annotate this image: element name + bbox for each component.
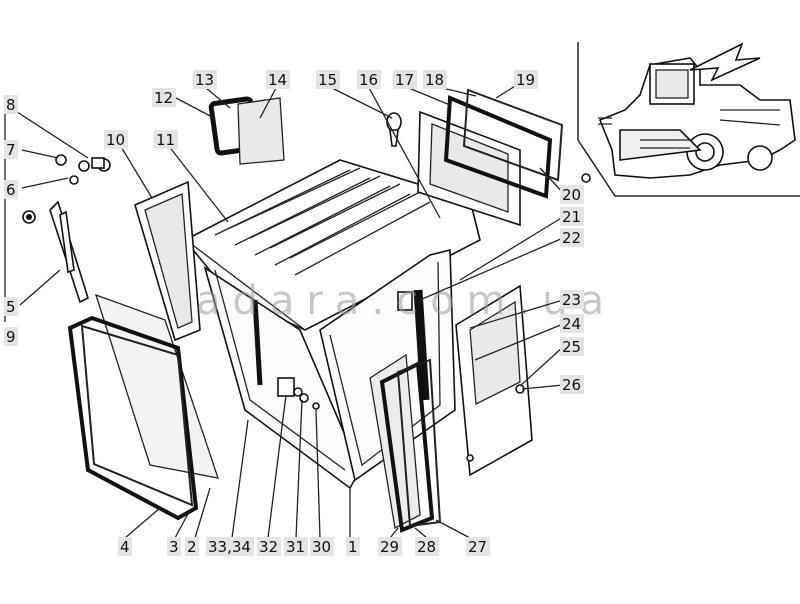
side-window-left	[134, 180, 201, 342]
label-16: 16	[359, 71, 378, 89]
front-window-parts	[67, 293, 219, 521]
label-9: 9	[6, 328, 16, 346]
label-15: 15	[318, 71, 337, 89]
cab-body	[183, 159, 481, 490]
label-21: 21	[562, 208, 581, 226]
bracket-and-fasteners	[4, 110, 111, 322]
label-23: 23	[562, 291, 581, 309]
label-20: 20	[562, 186, 581, 204]
rear-window-parts	[417, 88, 591, 227]
label-14: 14	[268, 71, 287, 89]
label-27: 27	[468, 538, 487, 556]
label-19: 19	[516, 71, 535, 89]
label-12: 12	[154, 89, 173, 107]
label-28: 28	[417, 538, 436, 556]
door-assembly	[455, 284, 533, 477]
roof-light	[386, 112, 402, 147]
label-31: 31	[286, 538, 305, 556]
small-window-parts	[208, 96, 285, 165]
label-5: 5	[6, 298, 16, 316]
label-3: 3	[169, 538, 179, 556]
callout-labels: 1 2 3 4 5 6 7 8 9 10 11 12 13 14 15 16 1…	[4, 70, 584, 556]
label-18: 18	[425, 71, 444, 89]
label-24: 24	[562, 315, 581, 333]
label-8: 8	[6, 96, 16, 114]
label-11: 11	[156, 131, 175, 149]
label-2: 2	[187, 538, 197, 556]
label-30: 30	[312, 538, 331, 556]
label-4: 4	[120, 538, 130, 556]
label-6: 6	[6, 181, 16, 199]
label-7: 7	[6, 141, 16, 159]
label-1: 1	[348, 538, 358, 556]
label-17: 17	[395, 71, 414, 89]
leader-lines	[7, 82, 566, 539]
label-29: 29	[380, 538, 399, 556]
combine-harvester-inset	[577, 42, 800, 197]
label-10: 10	[106, 131, 125, 149]
label-22: 22	[562, 229, 581, 247]
label-13: 13	[195, 71, 214, 89]
label-25: 25	[562, 338, 581, 356]
watermark-text: adara.com.ua	[196, 278, 616, 324]
label-33-34: 33,34	[208, 538, 251, 556]
label-32: 32	[259, 538, 278, 556]
label-26: 26	[562, 376, 581, 394]
